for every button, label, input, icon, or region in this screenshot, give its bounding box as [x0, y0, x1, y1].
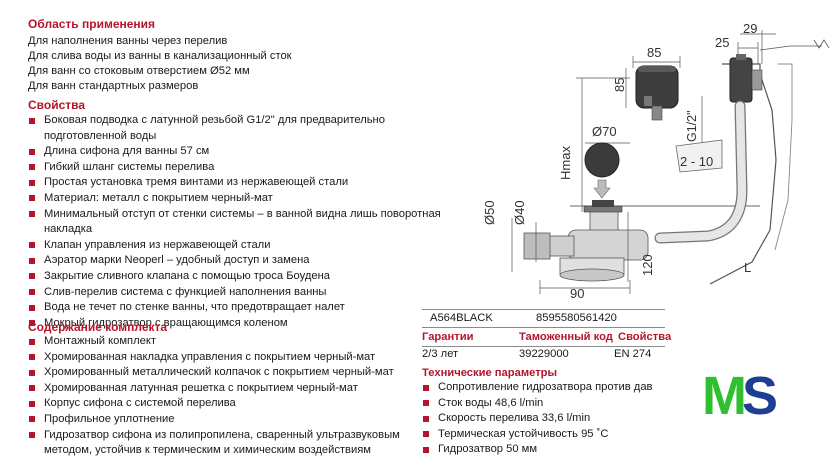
list-item: Для ванн стандартных размеров: [28, 80, 199, 92]
logo-letter-m: M: [702, 366, 747, 426]
list-item: Хромированная латунная решетка с покрыти…: [28, 381, 400, 397]
dim-d40-label: Ø40: [512, 200, 527, 225]
dim-90-label: 90: [570, 286, 584, 301]
list-item: Скорость перелива 33,6 l/min: [422, 411, 653, 427]
package-title: Содержание комплекта: [28, 320, 168, 334]
dim-g12-label: G1/2": [685, 110, 699, 142]
dim-l-label: L: [744, 260, 751, 275]
list-item: Вода не течет по стенке ванны, что предо…: [28, 300, 441, 316]
list-item: Сопротивление гидрозатвора против дав: [422, 380, 653, 396]
props-value: EN 274: [614, 348, 652, 360]
list-item: Корпус сифона с системой перелива: [28, 396, 400, 412]
table-rule: [422, 327, 665, 328]
warranty-label: Гарантии: [422, 331, 474, 343]
tech-title: Технические параметры: [422, 367, 558, 379]
technical-drawing: 25 29 G1/2" 2 - 10 85 85 Hmax Ø70 Ø50 Ø4…: [482, 21, 830, 301]
list-item: Монтажный комплект: [28, 334, 400, 350]
dim-25-label: 25: [715, 35, 729, 50]
list-item: Простая установка тремя винтами из нержа…: [28, 175, 441, 191]
list-item: Мокрый гидрозатвор с вращающимся коленом: [28, 316, 441, 332]
bath-wall-outer: [774, 63, 793, 251]
break-mark: [813, 39, 830, 49]
list-item: Хромированный металлический колпачок с п…: [28, 365, 400, 381]
list-item: Материал: металл с покрытием черный-мат: [28, 191, 441, 207]
list-item: Для наполнения ванны через перелив: [28, 35, 228, 47]
leader-line: [759, 45, 822, 51]
properties-list: Боковая подводка с латунной резьбой G1/2…: [28, 113, 441, 331]
list-item: Термическая устойчивость 95 ˚C: [422, 427, 653, 443]
list-item: Слив-перелив система с функцией наполнен…: [28, 285, 441, 301]
dim-d70-label: Ø70: [592, 124, 617, 139]
tech-list: Сопротивление гидрозатвора против дав Ст…: [422, 380, 653, 458]
list-item: Для ванн со стоковым отверстием Ø52 мм: [28, 65, 250, 77]
logo-letter-s: S: [742, 366, 779, 426]
bath-wall-outline: [709, 63, 777, 285]
dim-120-label: 120: [640, 254, 655, 276]
list-item: Закрытие сливного клапана с помощью трос…: [28, 269, 441, 285]
ean-code: 8595580561420: [536, 312, 617, 324]
list-item: Сток воды 48,6 l/min: [422, 396, 653, 412]
dim-d50-label: Ø50: [482, 200, 497, 225]
package-list: Монтажный комплект Хромированная накладк…: [28, 334, 400, 459]
properties-title: Свойства: [28, 98, 86, 112]
overflow-hose: [654, 100, 748, 244]
customs-value: 39229000: [519, 348, 569, 360]
outlet-pipe: [523, 232, 551, 260]
list-item: Гибкий шланг системы перелива: [28, 160, 441, 176]
customs-label: Таможенный код: [519, 331, 613, 343]
dim-29-label: 29: [743, 21, 757, 36]
list-item-cont: подготовленной воды: [44, 129, 157, 142]
warranty-value: 2/3 лет: [422, 348, 459, 360]
list-item: Минимальный отступ от стенки системы – в…: [28, 207, 441, 223]
list-item: Гидрозатвор сифона из полипропилена, сва…: [28, 428, 400, 444]
props-label: Свойства: [618, 331, 672, 343]
model-code: A564BLACK: [430, 312, 493, 324]
list-item: Для слива воды из ванны в канализационны…: [28, 50, 292, 62]
ms-logo: M S: [702, 366, 784, 426]
overflow-cap: [729, 57, 753, 103]
dim-85-top-label: 85: [647, 45, 661, 60]
table-top-rule: [422, 309, 665, 310]
table-rule: [422, 346, 665, 347]
dim-hmax-label: Hmax: [558, 146, 573, 180]
list-item: Профильное уплотнение: [28, 412, 400, 428]
list-item: Клапан управления из нержавеющей стали: [28, 238, 441, 254]
list-item: Хромированная накладка управления с покр…: [28, 350, 400, 366]
dim-2-10-label: 2 - 10: [680, 154, 713, 169]
wall-section: [675, 139, 723, 173]
list-item: Боковая подводка с латунной резьбой G1/2…: [28, 113, 441, 129]
arrow-down-icon: [593, 179, 611, 199]
list-item: Аэратор марки Neoperl – удобный доступ и…: [28, 253, 441, 269]
list-item: Гидрозатвор 50 мм: [422, 442, 653, 458]
siphon-body: [567, 229, 649, 261]
dim-85-side-label: 85: [612, 78, 627, 92]
application-title: Область применения: [28, 17, 156, 31]
list-item-cont: накладка: [44, 223, 93, 236]
control-head: [635, 65, 679, 109]
drain-cap: [584, 142, 620, 178]
list-item-cont: методом, устойчив к термическим и химиче…: [44, 444, 371, 457]
list-item: Длина сифона для ванны 57 см: [28, 144, 441, 160]
